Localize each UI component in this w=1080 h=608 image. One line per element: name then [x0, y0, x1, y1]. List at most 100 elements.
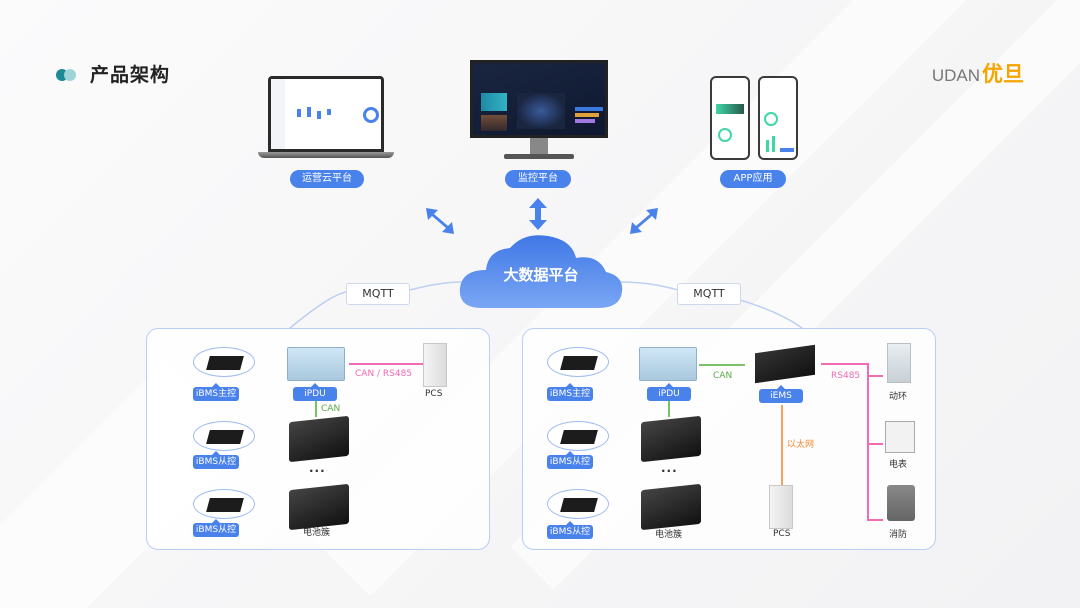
platform-pill-ops-cloud: 运营云平台 [290, 170, 364, 188]
phone-bar [780, 148, 794, 152]
label-environment: 动环 [889, 392, 908, 402]
ibms-slave-bubble [547, 421, 609, 451]
tag-ibms-main: iBMS主控 [193, 383, 239, 401]
link-can [699, 364, 745, 366]
ibms-slave-bubble [193, 489, 255, 519]
tag-ibms-main: iBMS主控 [547, 383, 593, 401]
mqtt-right-line [619, 281, 679, 291]
title-dot-icon [64, 69, 76, 81]
battery-cluster-image [641, 415, 701, 463]
bidirectional-arrow-icon [630, 208, 658, 234]
link-can-rs485 [349, 363, 423, 365]
tag-ibms-slave: iBMS从控 [193, 519, 239, 537]
left-system-panel: iBMS主控 iPDU CAN / RS485 PCS CAN iBMS从控 .… [146, 328, 490, 550]
link-rs485-branch [867, 519, 883, 521]
laptop-base [258, 152, 394, 158]
pcs-image [769, 485, 793, 529]
phone-battery-bar [716, 104, 744, 114]
monitor-bar [575, 119, 595, 123]
platform-pill-app: APP应用 [720, 170, 786, 188]
label-can: CAN [321, 404, 341, 414]
mqtt-label-left: MQTT [346, 283, 410, 305]
monitor-bar [575, 113, 599, 117]
link-rs485 [821, 363, 867, 365]
mqtt-left-line [289, 291, 347, 329]
monitor-bar [575, 107, 603, 111]
mqtt-right-line [739, 299, 803, 329]
phone-right [758, 76, 798, 160]
link-rs485-branch [867, 443, 883, 445]
label-rs485: RS485 [831, 371, 861, 381]
cloud-icon [459, 235, 623, 308]
ellipsis: ... [661, 461, 678, 475]
phones-image [710, 76, 800, 162]
laptop-bar [327, 109, 331, 115]
iems-image [755, 344, 815, 384]
battery-cluster-image [289, 415, 349, 463]
ipdu-image [639, 347, 697, 381]
label-battery-cluster: 电池簇 [303, 528, 331, 538]
logo-chinese: 优旦 [982, 62, 1024, 86]
tag-ibms-slave: iBMS从控 [547, 451, 593, 469]
monitor-map [517, 93, 565, 129]
label-ethernet: 以太网 [787, 440, 815, 450]
label-pcs: PCS [425, 389, 443, 399]
monitor-image [470, 60, 608, 162]
ibms-board-image [560, 430, 598, 444]
big-data-cloud: 大数据平台 [458, 232, 624, 310]
link-can [315, 401, 317, 417]
pcs-image [423, 343, 447, 387]
ibms-board-image [206, 430, 244, 444]
ibms-main-bubble [547, 347, 609, 377]
monitor-foot [504, 154, 574, 159]
tag-ibms-slave: iBMS从控 [547, 521, 593, 539]
laptop-sidebar [271, 79, 285, 149]
link-ethernet [781, 405, 783, 485]
ibms-main-bubble [193, 347, 255, 377]
monitor-stand [530, 138, 548, 154]
monitor-screen [470, 60, 608, 138]
label-can-rs485: CAN / RS485 [355, 369, 413, 379]
bidirectional-arrow-icon [426, 208, 454, 234]
fire-protection-image [887, 485, 915, 521]
laptop-bar [307, 107, 311, 117]
ibms-board-image [560, 356, 598, 370]
ellipsis: ... [309, 461, 326, 475]
brand-logo: UDAN 优旦 [932, 58, 1024, 88]
right-system-panel: iBMS主控 iPDU CAN iEMS RS485 动环 电表 消防 以太网 … [522, 328, 936, 550]
ibms-board-image [560, 498, 598, 512]
ibms-board-image [206, 498, 244, 512]
tag-ipdu: iPDU [647, 383, 691, 401]
laptop-bar [297, 109, 301, 117]
phone-bar [766, 140, 769, 152]
link-can-vertical [668, 401, 670, 417]
phone-ring [718, 128, 732, 142]
laptop-screen [268, 76, 384, 152]
ibms-slave-bubble [547, 489, 609, 519]
page-title: 产品架构 [90, 64, 171, 86]
laptop-bar [317, 111, 321, 119]
label-can: CAN [713, 371, 733, 381]
electric-meter-image [885, 421, 915, 453]
tag-iems: iEMS [759, 385, 803, 403]
phone-left [710, 76, 750, 160]
phone-bar [772, 136, 775, 152]
mqtt-label-right: MQTT [677, 283, 741, 305]
label-battery-cluster: 电池簇 [655, 530, 683, 540]
tag-ibms-slave: iBMS从控 [193, 451, 239, 469]
bidirectional-arrow-icon [529, 198, 547, 230]
laptop-donut [363, 107, 379, 123]
monitor-chart [481, 93, 507, 111]
link-rs485-bus [867, 363, 869, 519]
monitor-area-chart [481, 115, 507, 131]
phone-ring [764, 112, 778, 126]
label-fire: 消防 [889, 530, 908, 540]
tag-ipdu: iPDU [293, 383, 337, 401]
battery-cluster-image [641, 483, 701, 531]
battery-cluster-image [289, 483, 349, 531]
cloud-label: 大数据平台 [503, 266, 579, 284]
ibms-board-image [206, 356, 244, 370]
environment-unit-image [887, 343, 911, 383]
logo-latin: UDAN [931, 66, 980, 85]
